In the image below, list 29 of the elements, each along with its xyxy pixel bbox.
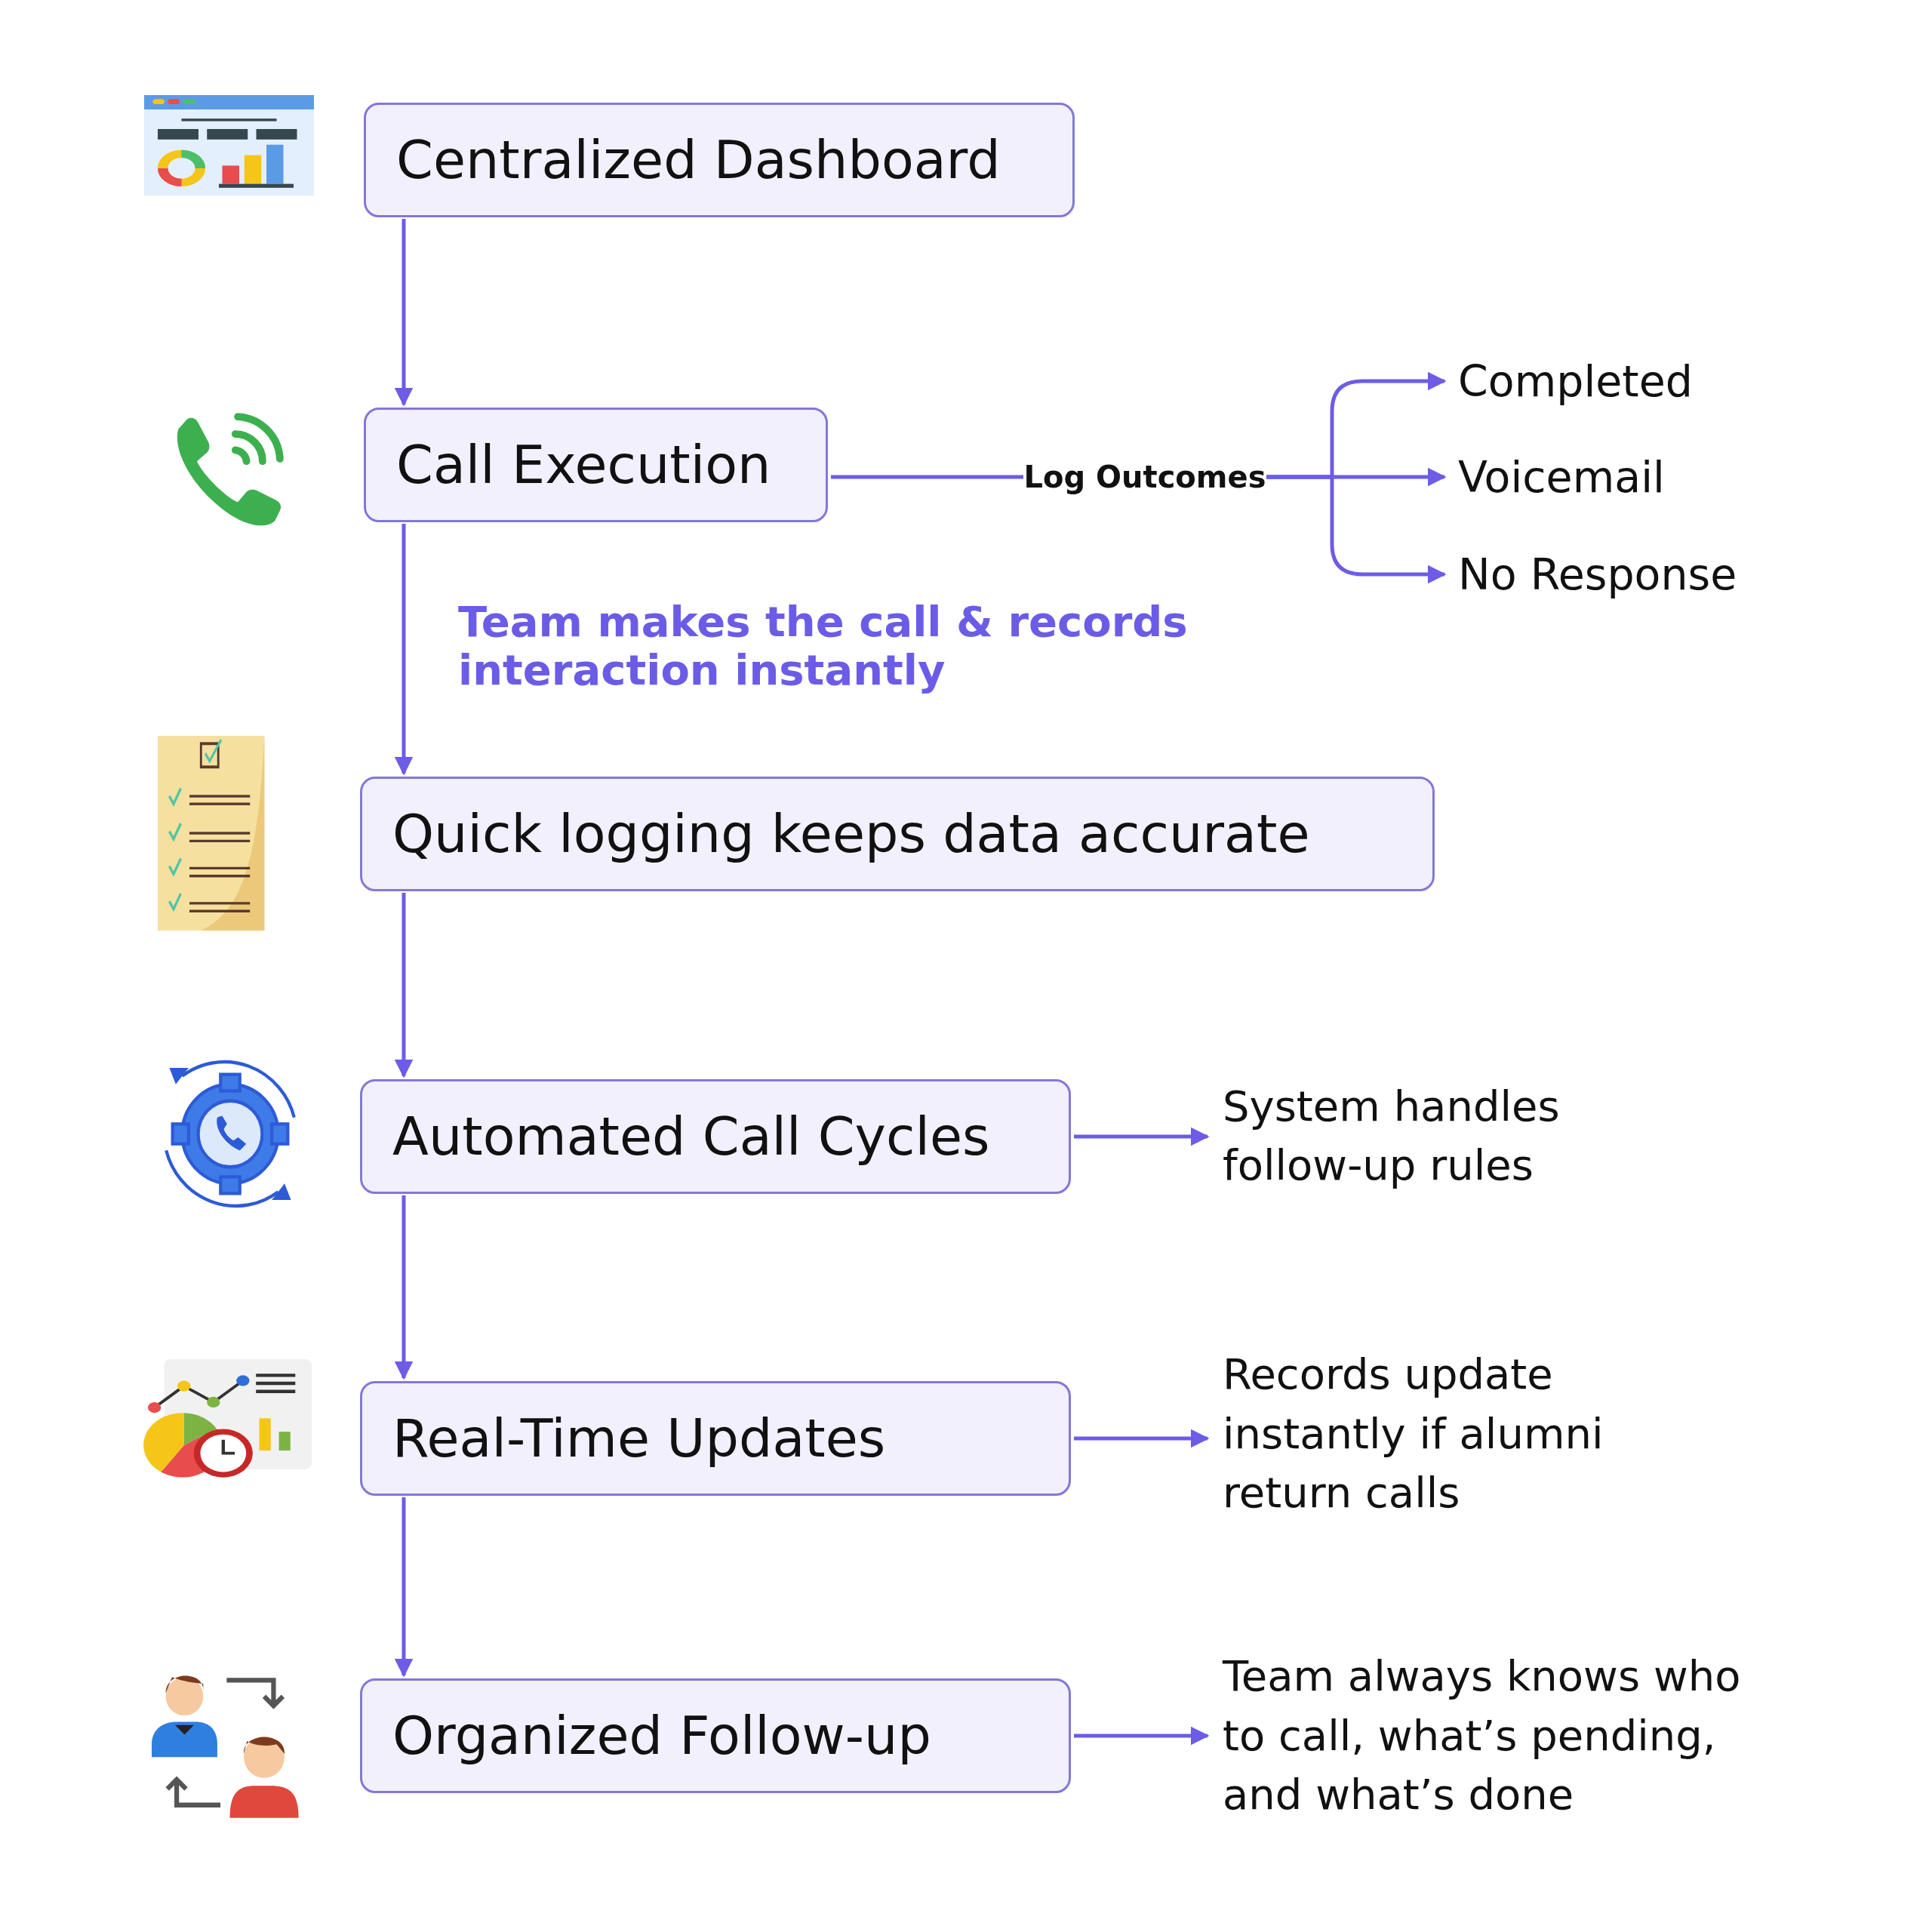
process-box [360,1678,1071,1793]
step-label: Call Execution [396,434,771,496]
outcome-label: No Response [1458,548,1775,601]
arrow [394,1195,414,1380]
outcome-label: Completed [1458,355,1745,408]
arrow [394,893,414,1078]
step-label: Automated Call Cycles [392,1106,990,1168]
process-box [360,1381,1071,1496]
step-label: Quick logging keeps data accurate [392,803,1310,865]
step-label: Centralized Dashboard [396,129,1001,191]
outcome-label: Voicemail [1458,451,1745,503]
arrow [1074,1429,1210,1448]
process-box [360,777,1435,891]
step-label: Organized Follow-up [392,1705,931,1767]
arrow [1266,475,1447,584]
arrow [1074,1726,1210,1746]
arrow [394,524,414,776]
process-box [364,103,1075,217]
connector-line [831,475,1023,479]
step-label: Real-Time Updates [392,1407,886,1469]
note-text: Records update instantly if alumni return calls [1223,1340,1645,1528]
note-text: Team always knows who to call, what’s pending, and what’s done [1223,1657,1796,1815]
edge-label: Team makes the call & records interaction instantly [458,598,1189,695]
arrow [1074,1127,1210,1146]
process-box [364,408,828,522]
arrow [394,219,414,407]
arrow [394,1497,414,1678]
process-box [360,1079,1071,1194]
note-text: System handles follow-up rules [1223,1075,1645,1196]
